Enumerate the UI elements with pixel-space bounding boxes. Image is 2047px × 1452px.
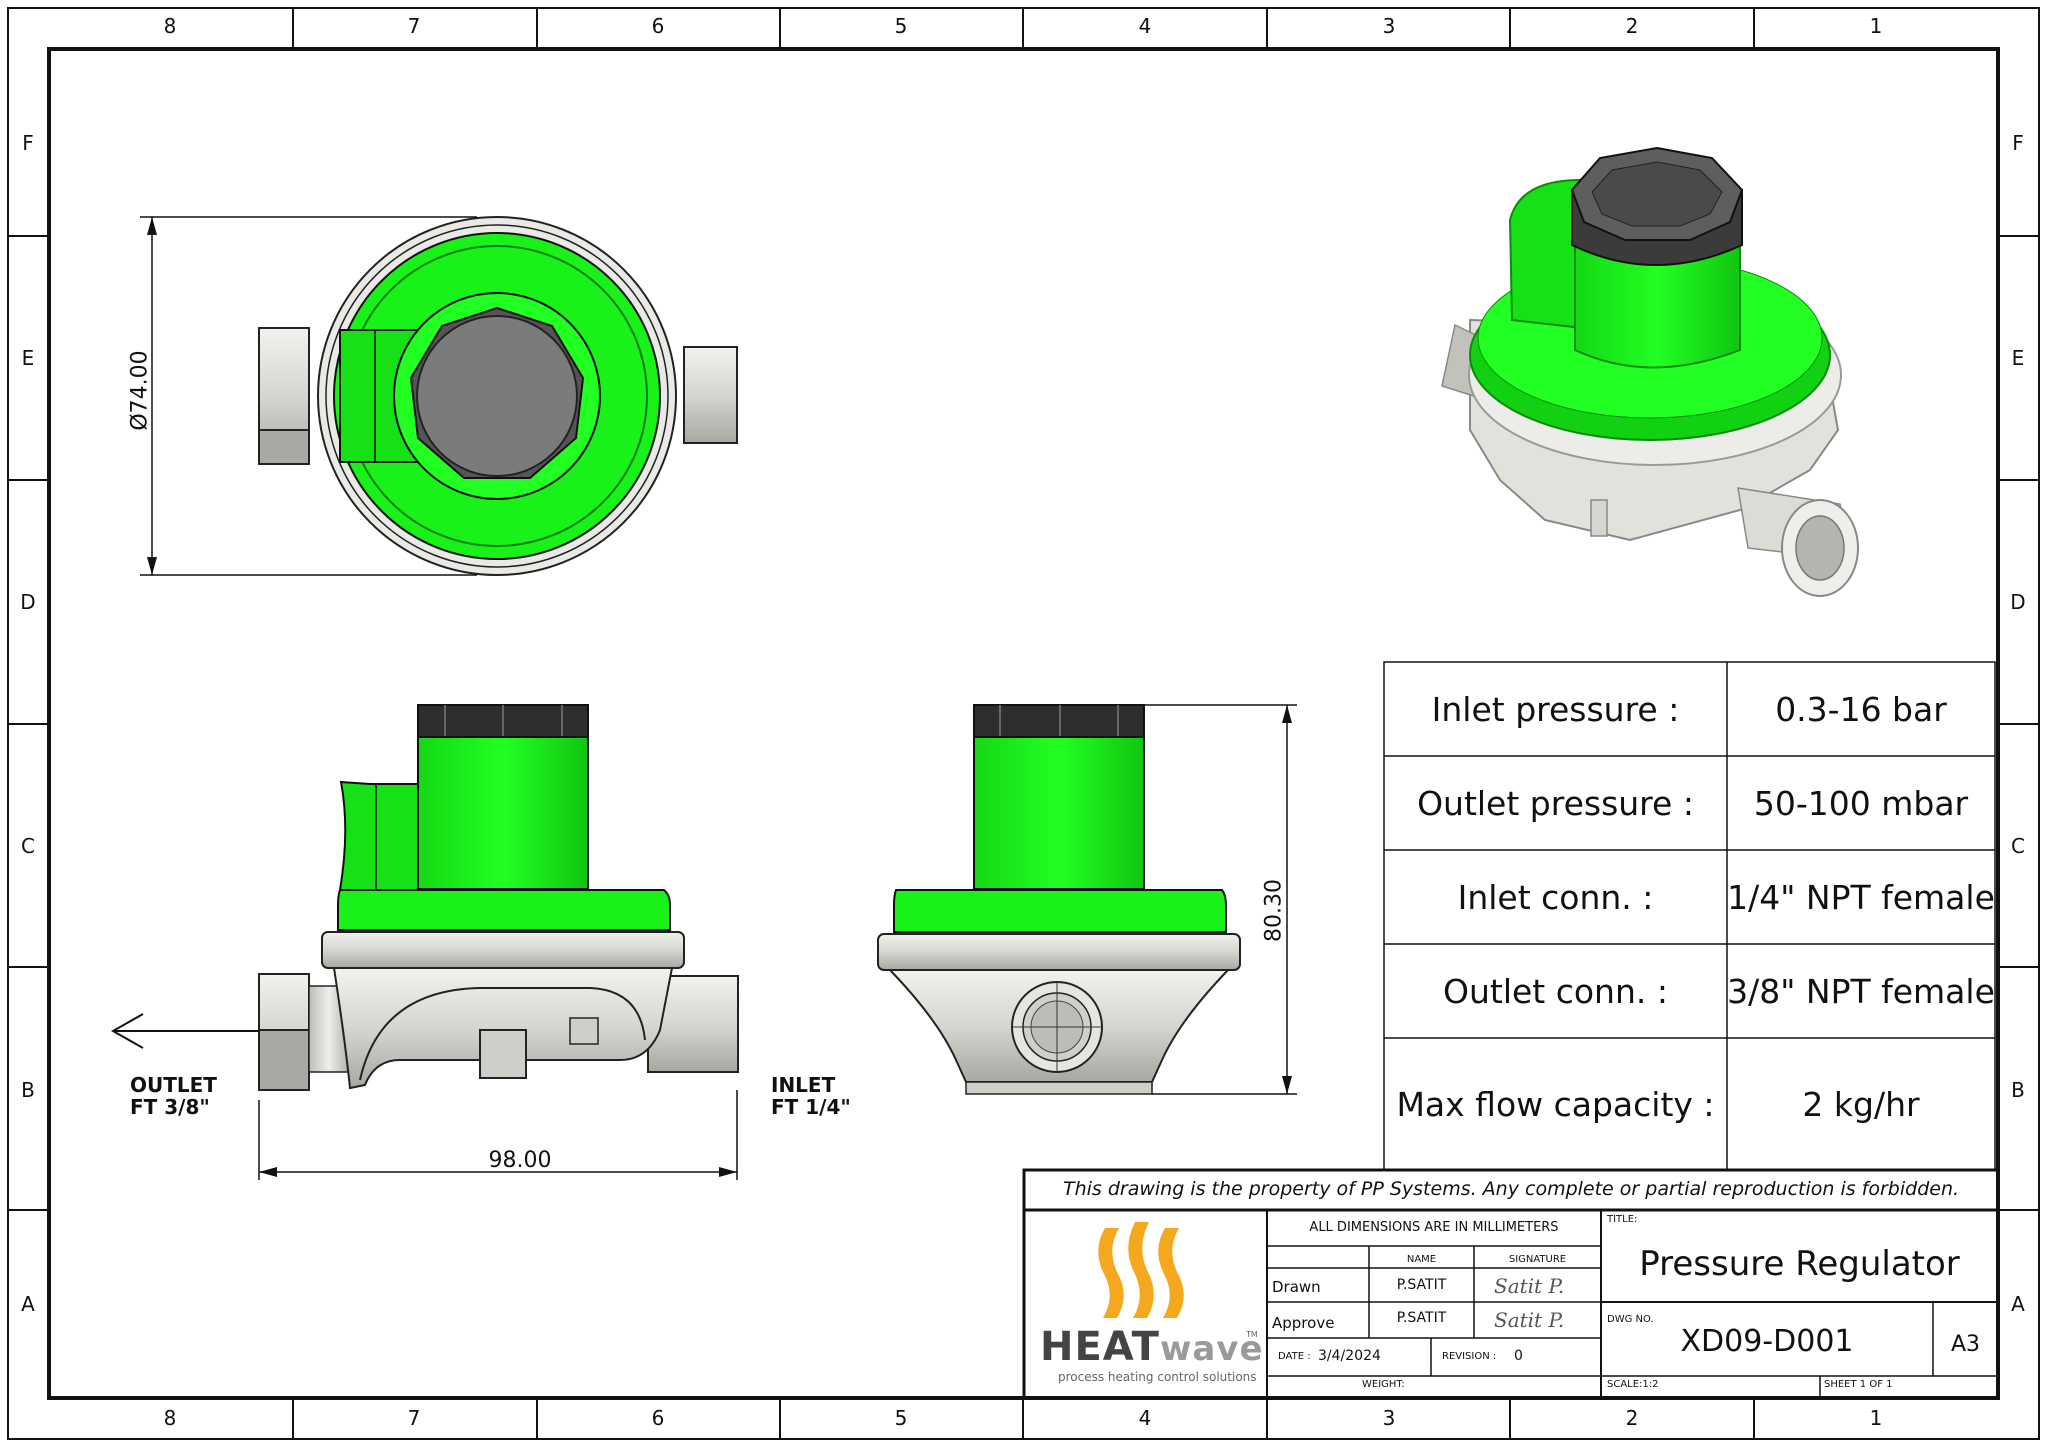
spec-label-outlet-conn: Outlet conn. : — [1443, 971, 1668, 1011]
logo-trademark: TM — [1246, 1330, 1258, 1339]
inlet-label-line2: FT 1/4" — [771, 1095, 851, 1119]
outlet-label-line1: OUTLET — [130, 1073, 217, 1097]
approve-signature: Satit P. — [1494, 1308, 1565, 1332]
diameter-dimension-text: Ø74.00 — [127, 350, 153, 431]
diameter-dimension — [140, 216, 477, 576]
drawing-number: XD09-D001 — [1680, 1324, 1854, 1359]
units-note: ALL DIMENSIONS ARE IN MILLIMETERS — [1309, 1220, 1559, 1235]
revision-value: 0 — [1514, 1348, 1523, 1364]
spec-value-outlet-conn: 3/8" NPT female — [1727, 971, 1995, 1011]
sheet-number: SHEET 1 OF 1 — [1824, 1379, 1893, 1390]
zone-top-1: 1 — [1869, 14, 1883, 38]
zone-left-E: E — [21, 346, 35, 370]
signature-column-header: SIGNATURE — [1508, 1254, 1567, 1265]
zone-bottom-8: 8 — [163, 1406, 177, 1430]
height-dimension-text: 80.30 — [1261, 879, 1287, 942]
zone-left-A: A — [21, 1292, 35, 1316]
spec-value-inlet-conn: 1/4" NPT female — [1727, 877, 1995, 917]
date-label: DATE : — [1278, 1351, 1311, 1362]
zone-left-D: D — [20, 590, 36, 614]
zone-bottom-2: 2 — [1625, 1406, 1639, 1430]
zone-right-B: B — [2011, 1078, 2025, 1102]
side-view — [877, 704, 1241, 1095]
outlet-label: OUTLET FT 3/8" — [130, 1074, 217, 1118]
zone-bottom-3: 3 — [1382, 1406, 1396, 1430]
spec-value-inlet-pressure: 0.3-16 bar — [1775, 689, 1947, 729]
drawn-signature: Satit P. — [1494, 1274, 1565, 1298]
zone-right-D: D — [2010, 590, 2026, 614]
zone-left-F: F — [22, 131, 34, 155]
approve-name: P.SATIT — [1396, 1310, 1447, 1326]
zone-top-2: 2 — [1625, 14, 1639, 38]
zone-left-C: C — [21, 834, 35, 858]
spec-label-max-flow: Max flow capacity : — [1396, 1084, 1715, 1124]
spec-value-max-flow: 2 kg/hr — [1802, 1084, 1920, 1124]
spec-label-inlet-pressure: Inlet pressure : — [1431, 689, 1680, 729]
top-view — [258, 216, 738, 576]
zone-top-8: 8 — [163, 14, 177, 38]
ownership-notice: This drawing is the property of PP Syste… — [1062, 1178, 1960, 1200]
zone-top-4: 4 — [1138, 14, 1152, 38]
outlet-arrow — [110, 1013, 259, 1049]
scale-label: SCALE:1:2 — [1607, 1379, 1659, 1390]
drawn-label: Drawn — [1272, 1278, 1321, 1296]
zone-right-E: E — [2011, 346, 2025, 370]
zone-bottom-4: 4 — [1138, 1406, 1152, 1430]
outlet-label-line2: FT 3/8" — [130, 1095, 210, 1119]
width-dimension-text: 98.00 — [488, 1148, 552, 1173]
dwg-no-label: DWG NO. — [1607, 1314, 1654, 1325]
zone-right-C: C — [2011, 834, 2025, 858]
heatwave-logo-icon — [1098, 1222, 1184, 1318]
zone-top-6: 6 — [651, 14, 665, 38]
revision-label: REVISION : — [1442, 1351, 1497, 1362]
zone-top-3: 3 — [1382, 14, 1396, 38]
approve-label: Approve — [1272, 1314, 1335, 1332]
title-label: TITLE: — [1607, 1214, 1638, 1225]
date-value: 3/4/2024 — [1318, 1348, 1381, 1364]
sheet-size: A3 — [1950, 1332, 1981, 1357]
height-dimension — [1144, 704, 1297, 1095]
zone-top-5: 5 — [894, 14, 908, 38]
front-view — [258, 704, 739, 1091]
zone-bottom-7: 7 — [407, 1406, 421, 1430]
zone-right-F: F — [2012, 131, 2024, 155]
spec-label-inlet-conn: Inlet conn. : — [1457, 877, 1654, 917]
zone-bottom-5: 5 — [894, 1406, 908, 1430]
zone-bottom-1: 1 — [1869, 1406, 1883, 1430]
zone-left-B: B — [21, 1078, 35, 1102]
width-dimension — [258, 1090, 738, 1180]
inlet-label-line1: INLET — [771, 1073, 836, 1097]
inlet-label: INLET FT 1/4" — [771, 1074, 851, 1118]
logo-brand-light: wave — [1159, 1329, 1264, 1369]
spec-label-outlet-pressure: Outlet pressure : — [1417, 783, 1694, 823]
zone-bottom-6: 6 — [651, 1406, 665, 1430]
zone-right-A: A — [2011, 1292, 2025, 1316]
spec-value-outlet-pressure: 50-100 mbar — [1753, 783, 1969, 823]
drawing-title: Pressure Regulator — [1639, 1244, 1960, 1284]
zone-top-7: 7 — [407, 14, 421, 38]
drawn-name: P.SATIT — [1396, 1277, 1447, 1293]
zone-ticks — [8, 8, 2039, 1439]
logo-wordmark: HEATwave — [1040, 1324, 1264, 1370]
weight-label: WEIGHT: — [1362, 1379, 1405, 1390]
title-block-grid — [1022, 1168, 2000, 1400]
name-column-header: NAME — [1406, 1254, 1437, 1265]
isometric-view — [1441, 146, 1859, 597]
logo-tagline: process heating control solutions — [1058, 1370, 1257, 1384]
logo-brand-bold: HEAT — [1040, 1324, 1160, 1370]
